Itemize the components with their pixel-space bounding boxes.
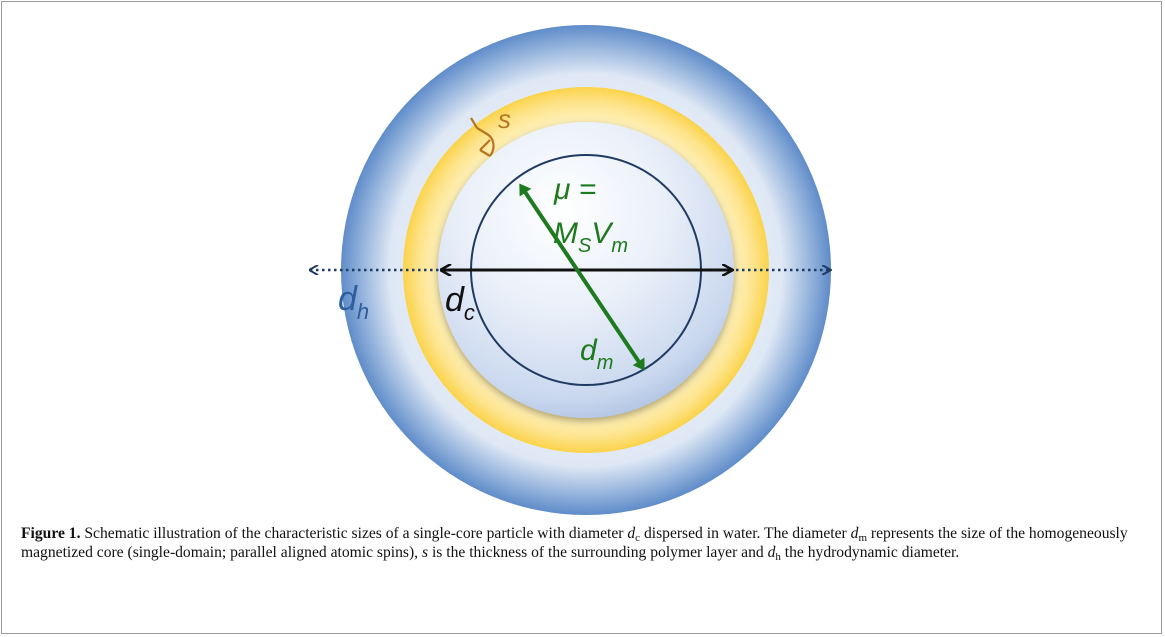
caption-var-dc: d bbox=[627, 525, 636, 542]
caption-sub-dc: c bbox=[635, 532, 641, 544]
caption-figure-label: Figure 1. bbox=[21, 525, 81, 542]
caption-text-5: the hydrodynamic diameter. bbox=[780, 544, 960, 561]
caption-var-dm: d bbox=[850, 525, 859, 542]
caption-sub-dh: h bbox=[775, 551, 781, 563]
label-MsVm: MSVm bbox=[553, 217, 628, 257]
caption-text-1: Schematic illustration of the characteri… bbox=[80, 525, 628, 542]
label-s: s bbox=[498, 104, 511, 134]
label-mu: μ = bbox=[553, 173, 596, 206]
caption-sub-dm: m bbox=[858, 532, 867, 544]
label-dh: dh bbox=[338, 280, 369, 324]
caption-text-3: represents the size of the homogeneously… bbox=[21, 525, 1128, 561]
caption-var-s: s bbox=[421, 544, 429, 561]
thickness-bracket bbox=[470, 117, 495, 157]
label-dm: dm bbox=[580, 334, 613, 374]
magnetic-diameter-arrow bbox=[519, 183, 645, 371]
caption-var-dh: d bbox=[767, 544, 776, 561]
caption-text-2: dispersed in water. The diameter bbox=[640, 525, 851, 542]
label-dc: dc bbox=[445, 281, 475, 325]
figure-caption: Figure 1. Schematic illustration of the … bbox=[21, 524, 1146, 563]
caption-text-4: is the thickness of the surrounding poly… bbox=[428, 544, 768, 561]
particle-diagram: s μ = MSVm dh dc dm bbox=[0, 25, 1165, 515]
